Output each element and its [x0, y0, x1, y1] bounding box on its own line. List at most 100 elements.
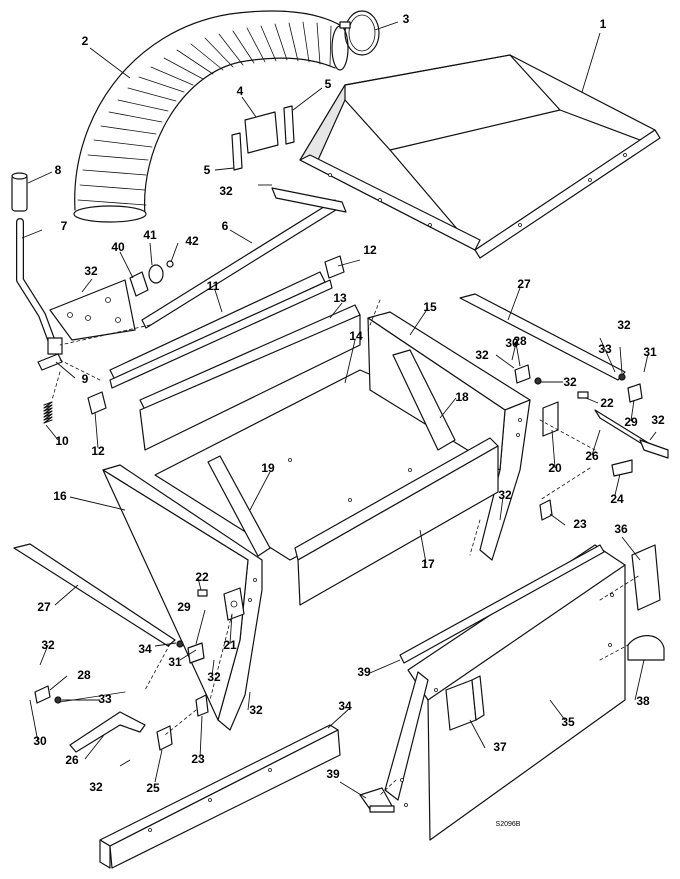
part-latch-arm-rear	[594, 409, 669, 459]
callout-5a: 5	[325, 77, 332, 91]
callout-30b: 30	[33, 734, 47, 748]
part-brace-front	[207, 455, 271, 557]
part-brace-rear	[392, 349, 456, 451]
part-grip	[11, 172, 28, 212]
part-door-handles	[359, 635, 665, 813]
part-side-panel-front	[102, 464, 263, 731]
callout-32f: 32	[498, 488, 512, 502]
part-spacers	[231, 105, 295, 171]
callout-26a: 26	[585, 449, 599, 463]
callout-4: 4	[237, 84, 244, 98]
callout-32i: 32	[249, 703, 263, 717]
drawing-code: S2096B	[496, 821, 521, 828]
part-side-bracket	[631, 544, 661, 611]
callout-25: 25	[146, 781, 160, 795]
callout-12a: 12	[91, 444, 105, 458]
callout-17: 17	[421, 557, 435, 571]
callout-27a: 27	[517, 277, 531, 291]
callout-32e: 32	[651, 413, 665, 427]
callout-33b: 33	[98, 692, 112, 706]
part-door-bracket	[445, 675, 485, 731]
callout-37: 36	[614, 522, 628, 536]
part-adapter-plate	[244, 111, 279, 154]
alignment-lines	[51, 299, 641, 796]
callout-42: 41	[143, 228, 157, 242]
part-drawings	[11, 9, 669, 869]
part-link	[37, 353, 63, 371]
callout-31a: 31	[643, 345, 657, 359]
callout-22a: 22	[600, 396, 614, 410]
callout-33a: 32	[563, 375, 577, 389]
part-spring	[43, 401, 53, 424]
callout-39b: 39	[326, 767, 340, 781]
part-rod-rear	[459, 293, 626, 381]
callout-14: 14	[349, 329, 363, 343]
callout-41: 40	[111, 240, 125, 254]
part-hardware-rear	[514, 364, 643, 403]
callout-8: 8	[55, 163, 62, 177]
callout-23b: 23	[191, 752, 205, 766]
callout-19: 19	[261, 461, 275, 475]
callout-11: 11	[207, 279, 220, 293]
callout-34b: 34	[138, 642, 152, 656]
callout-12b: 12	[363, 243, 377, 257]
part-rail	[109, 271, 333, 389]
callout-32j: 32	[89, 780, 103, 794]
callout-23a: 23	[573, 517, 587, 531]
part-rod	[141, 187, 347, 329]
part-bottom-angle	[99, 724, 341, 869]
callout-10: 10	[55, 434, 69, 448]
part-latch-arm-front	[69, 711, 146, 753]
part-handle	[16, 218, 63, 355]
part-hinge-rod	[399, 544, 605, 664]
callout-32g: 32	[41, 638, 55, 652]
callout-28b: 28	[77, 668, 91, 682]
callout-31b: 31	[168, 655, 182, 669]
callout-28a: 28	[513, 334, 527, 348]
callout-35: 34	[338, 699, 352, 713]
callout-32h: 32	[207, 670, 221, 684]
callout-32d: 32	[475, 348, 489, 362]
part-mount-bracket	[49, 260, 174, 341]
part-lid	[299, 54, 661, 259]
callout-22b: 22	[195, 570, 209, 584]
callout-9: 9	[82, 372, 89, 386]
callout-39a: 38	[636, 694, 650, 708]
callout-27b: 27	[37, 600, 51, 614]
part-latch-bracket	[542, 401, 559, 437]
part-hose	[73, 9, 357, 227]
part-hardware-front	[34, 640, 205, 704]
callout-24: 24	[610, 492, 624, 506]
part-hose-clamp	[339, 10, 380, 56]
callout-3: 3	[403, 12, 410, 26]
callout-20: 20	[548, 461, 562, 475]
callout-32b: 32	[219, 184, 233, 198]
callout-30a: 30	[505, 336, 519, 350]
part-rod-front	[13, 543, 176, 647]
callout-29b: 29	[177, 600, 191, 614]
callout-5b: 5	[204, 163, 211, 177]
callout-labels: 1 2 3 4 5 5 6 7 8 9 10 11 12 12 13 14 15…	[33, 12, 665, 795]
part-door-panel	[384, 544, 626, 841]
callout-36: 35	[561, 715, 575, 729]
part-angle-front	[139, 304, 361, 451]
callout-7: 7	[61, 219, 68, 233]
callout-15: 15	[423, 300, 437, 314]
part-angle-rear	[294, 437, 499, 606]
callout-18: 18	[455, 390, 469, 404]
callout-38: 37	[493, 740, 507, 754]
callout-1: 1	[600, 17, 607, 31]
callout-43: 42	[185, 234, 199, 248]
callout-16: 16	[53, 489, 67, 503]
callout-40: 39	[357, 665, 371, 679]
callout-21: 21	[223, 638, 237, 652]
callout-29a: 29	[624, 415, 638, 429]
callout-32c: 32	[617, 318, 631, 332]
callout-13: 13	[333, 291, 347, 305]
callout-26b: 26	[65, 753, 79, 767]
part-bracket-small	[87, 255, 345, 415]
callout-6: 6	[222, 219, 229, 233]
leader-lines	[21, 21, 657, 799]
part-latch-bracket-front	[223, 587, 245, 621]
